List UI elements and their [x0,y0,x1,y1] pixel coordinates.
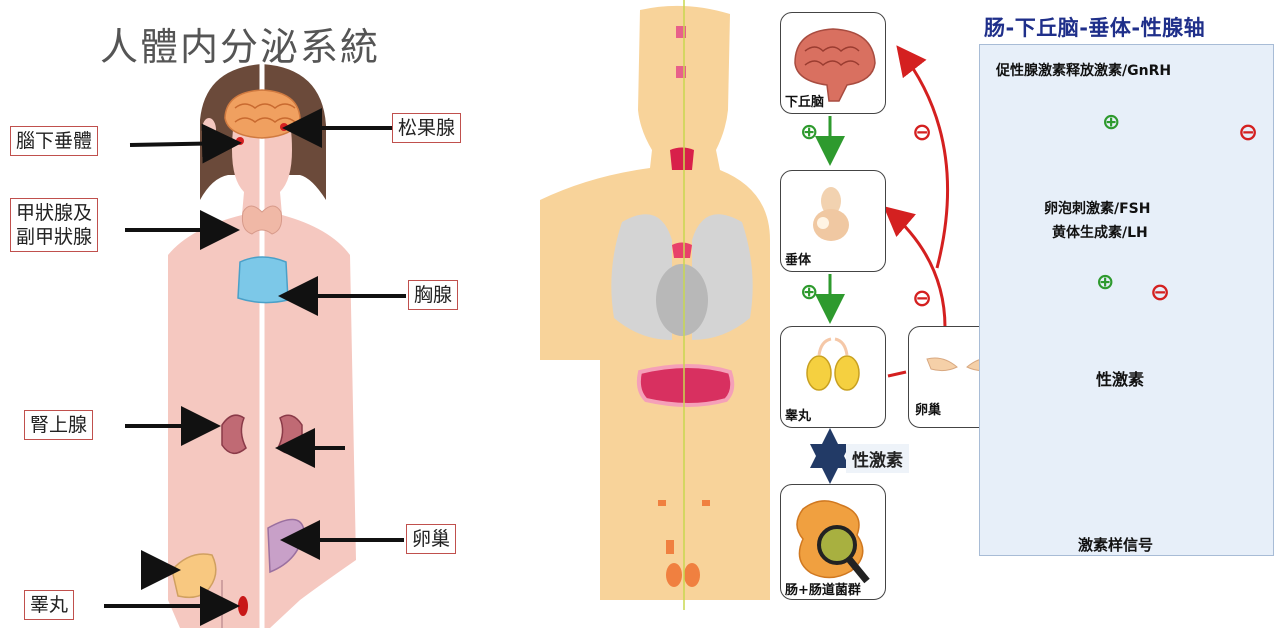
middle-torso-figure [540,0,770,610]
thymus-icon [238,257,288,303]
node-gut: 肠+肠道菌群 [780,484,886,600]
pituitary-dot [236,137,244,145]
axis-fsh: 卵泡刺激素/FSH [1044,198,1150,218]
node-ovary-label: 卵巢 [915,399,941,418]
label-pineal: 松果腺 [392,113,461,143]
node-gut-label: 肠+肠道菌群 [785,579,861,598]
label-testis: 睪丸 [24,590,74,620]
node-hypothalamus-label: 下丘脑 [785,91,824,110]
axis-lh: 黄体生成素/LH [1052,222,1148,242]
magnifier-icon [819,527,855,563]
negative-sign-1: ⊖ [912,118,932,146]
axis-title: 肠-下丘脑-垂体-性腺轴 [984,12,1205,42]
node-pituitary-label: 垂体 [785,249,811,268]
positive-sign-1: ⊕ [800,120,818,145]
axis-positive-sign-1: ⊕ [1102,110,1120,135]
pineal-dot [280,123,288,131]
testis-dot [238,596,248,616]
label-thyroid-line1: 甲狀腺及 [16,201,92,225]
label-pituitary: 腦下垂體 [10,126,98,156]
axis-gnrh: 促性腺激素释放激素/GnRH [996,60,1171,80]
node-testis: 睾丸 [780,326,886,428]
node-testis-label: 睾丸 [785,405,811,424]
axis-panel [979,44,1274,556]
label-thymus: 胸腺 [408,280,458,310]
axis-negative-sign-2: ⊖ [1150,278,1170,306]
page-title: 人體内分泌系統 [100,16,380,71]
positive-sign-2: ⊕ [800,280,818,305]
kidney-left-icon [222,415,246,453]
left-body-figure [168,64,356,628]
axis-negative-sign-1: ⊖ [1238,118,1258,146]
node-pituitary: 垂体 [780,170,886,272]
axis-signal: 激素样信号 [1078,534,1153,555]
hormone-link-label: 性激素 [846,444,909,473]
brain-icon [225,90,300,138]
negative-sign-2: ⊖ [912,284,932,312]
label-ovary: 卵巢 [406,524,456,554]
node-hypothalamus: 下丘脑 [780,12,886,114]
label-adrenal: 腎上腺 [24,410,93,440]
label-thyroid-line2: 副甲狀腺 [16,225,92,249]
label-thyroid: 甲狀腺及 副甲狀腺 [10,198,98,252]
axis-positive-sign-2: ⊕ [1096,270,1114,295]
axis-sex-hormone: 性激素 [1096,366,1144,390]
